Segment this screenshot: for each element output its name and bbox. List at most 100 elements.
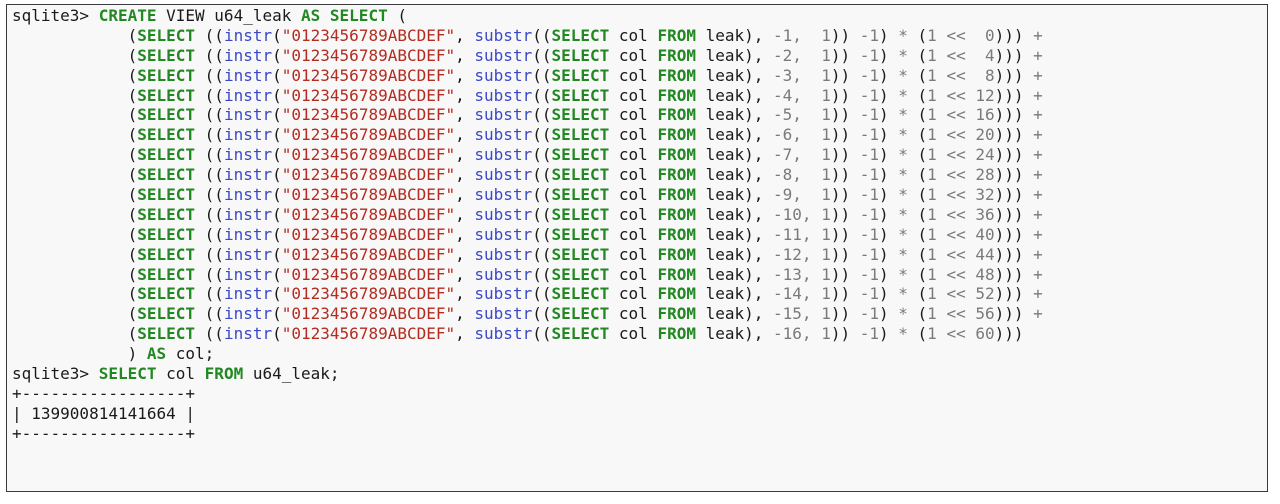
plus-operator: + — [1023, 65, 1043, 85]
one-literal: 1 — [927, 244, 937, 264]
shift-operator: << — [946, 25, 966, 45]
keyword-select: SELECT — [137, 204, 196, 224]
shift-operator: << — [946, 304, 966, 324]
hex-string: "0123456789ABCDEF" — [281, 45, 456, 65]
function-substr: substr — [474, 224, 533, 244]
one-literal: 1 — [927, 145, 937, 165]
shift-amount: 36 — [975, 204, 995, 224]
select-row: (SELECT ((instr("0123456789ABCDEF", subs… — [12, 165, 1043, 185]
hex-string: "0123456789ABCDEF" — [281, 125, 456, 145]
hex-string: "0123456789ABCDEF" — [281, 25, 456, 45]
alias-col: col; — [166, 344, 215, 364]
substr-length: 1 — [811, 25, 831, 45]
column-name: col — [609, 224, 658, 244]
keyword-from: FROM — [657, 165, 696, 185]
function-instr: instr — [223, 65, 273, 85]
keyword-select: SELECT — [551, 25, 610, 45]
keyword-as: AS — [146, 344, 167, 364]
function-substr: substr — [474, 185, 533, 205]
hex-string: "0123456789ABCDEF" — [281, 324, 456, 344]
keyword-select: SELECT — [551, 264, 610, 284]
keyword-select: SELECT — [137, 25, 196, 45]
keyword-select: SELECT — [137, 324, 196, 344]
keyword-select: SELECT — [551, 304, 610, 324]
keyword-from: FROM — [657, 85, 696, 105]
substr-index: -15, — [773, 304, 812, 324]
shift-operator: << — [946, 45, 966, 65]
select-row: (SELECT ((instr("0123456789ABCDEF", subs… — [12, 25, 1043, 45]
shift-operator: << — [946, 204, 966, 224]
keyword-select: SELECT — [137, 224, 196, 244]
function-instr: instr — [223, 165, 273, 185]
query-line: sqlite3> SELECT col FROM u64_leak; — [12, 364, 1263, 384]
shift-amount: 56 — [975, 304, 995, 324]
keyword-from: FROM — [657, 324, 696, 344]
multiply-operator: * — [898, 105, 908, 125]
table-name: leak), — [695, 145, 774, 165]
substr-length: 1 — [811, 45, 831, 65]
plus-operator: + — [1023, 25, 1043, 45]
function-substr: substr — [474, 324, 533, 344]
multiply-operator: * — [898, 304, 908, 324]
select-row: (SELECT ((instr("0123456789ABCDEF", subs… — [12, 85, 1043, 105]
substr-index: -12, — [773, 244, 812, 264]
select-row: (SELECT ((instr("0123456789ABCDEF", subs… — [12, 204, 1043, 224]
substr-length: 1 — [811, 224, 831, 244]
shift-amount: 12 — [975, 85, 995, 105]
hex-string: "0123456789ABCDEF" — [281, 264, 456, 284]
shift-amount: 48 — [975, 264, 995, 284]
shift-amount: 32 — [975, 185, 995, 205]
keyword-as: AS — [301, 6, 321, 25]
result-border: +-----------------+ — [12, 383, 196, 403]
result-border: +-----------------+ — [12, 423, 196, 443]
close-paren: ) — [127, 344, 147, 364]
one-literal: 1 — [927, 224, 937, 244]
one-literal: 1 — [927, 185, 937, 205]
select-row: (SELECT ((instr("0123456789ABCDEF", subs… — [12, 125, 1043, 145]
plus-operator: + — [1023, 204, 1043, 224]
hex-string: "0123456789ABCDEF" — [281, 204, 456, 224]
keyword-select: SELECT — [137, 145, 196, 165]
table-name: leak), — [695, 204, 774, 224]
function-instr: instr — [223, 284, 273, 304]
function-instr: instr — [223, 45, 273, 65]
function-instr: instr — [223, 304, 273, 324]
shift-amount: 28 — [975, 165, 995, 185]
multiply-operator: * — [898, 224, 908, 244]
function-instr: instr — [223, 85, 273, 105]
select-row: (SELECT ((instr("0123456789ABCDEF", subs… — [12, 45, 1043, 65]
minus-one: -1 — [859, 45, 879, 65]
hex-string: "0123456789ABCDEF" — [281, 85, 456, 105]
minus-one: -1 — [859, 125, 879, 145]
substr-index: -11, — [773, 224, 812, 244]
hex-string: "0123456789ABCDEF" — [281, 284, 456, 304]
function-substr: substr — [474, 304, 533, 324]
table-name: leak), — [695, 264, 774, 284]
table-name: leak), — [695, 324, 774, 344]
substr-length: 1 — [811, 244, 831, 264]
function-substr: substr — [474, 204, 533, 224]
plus-operator: + — [1023, 145, 1043, 165]
hex-string: "0123456789ABCDEF" — [281, 304, 456, 324]
keyword-from: FROM — [657, 264, 696, 284]
keyword-select: SELECT — [551, 244, 610, 264]
column-name: col — [609, 145, 658, 165]
substr-index: -7, — [773, 145, 812, 165]
column-name: col — [609, 204, 658, 224]
keyword-select: SELECT — [551, 324, 610, 344]
keyword-select: SELECT — [137, 185, 196, 205]
substr-length: 1 — [811, 304, 831, 324]
terminal-window: sqlite3> CREATE VIEW u64_leak AS SELECT … — [6, 4, 1268, 492]
keyword-from: FROM — [657, 185, 696, 205]
select-row: (SELECT ((instr("0123456789ABCDEF", subs… — [12, 304, 1043, 324]
substr-index: -5, — [773, 105, 812, 125]
select-row: (SELECT ((instr("0123456789ABCDEF", subs… — [12, 65, 1043, 85]
one-literal: 1 — [927, 284, 937, 304]
substr-length: 1 — [811, 185, 831, 205]
table-name: leak), — [695, 185, 774, 205]
hex-string: "0123456789ABCDEF" — [281, 185, 456, 205]
column-name: col — [609, 85, 658, 105]
multiply-operator: * — [898, 264, 908, 284]
table-name: leak), — [695, 284, 774, 304]
plus-operator: + — [1023, 264, 1043, 284]
